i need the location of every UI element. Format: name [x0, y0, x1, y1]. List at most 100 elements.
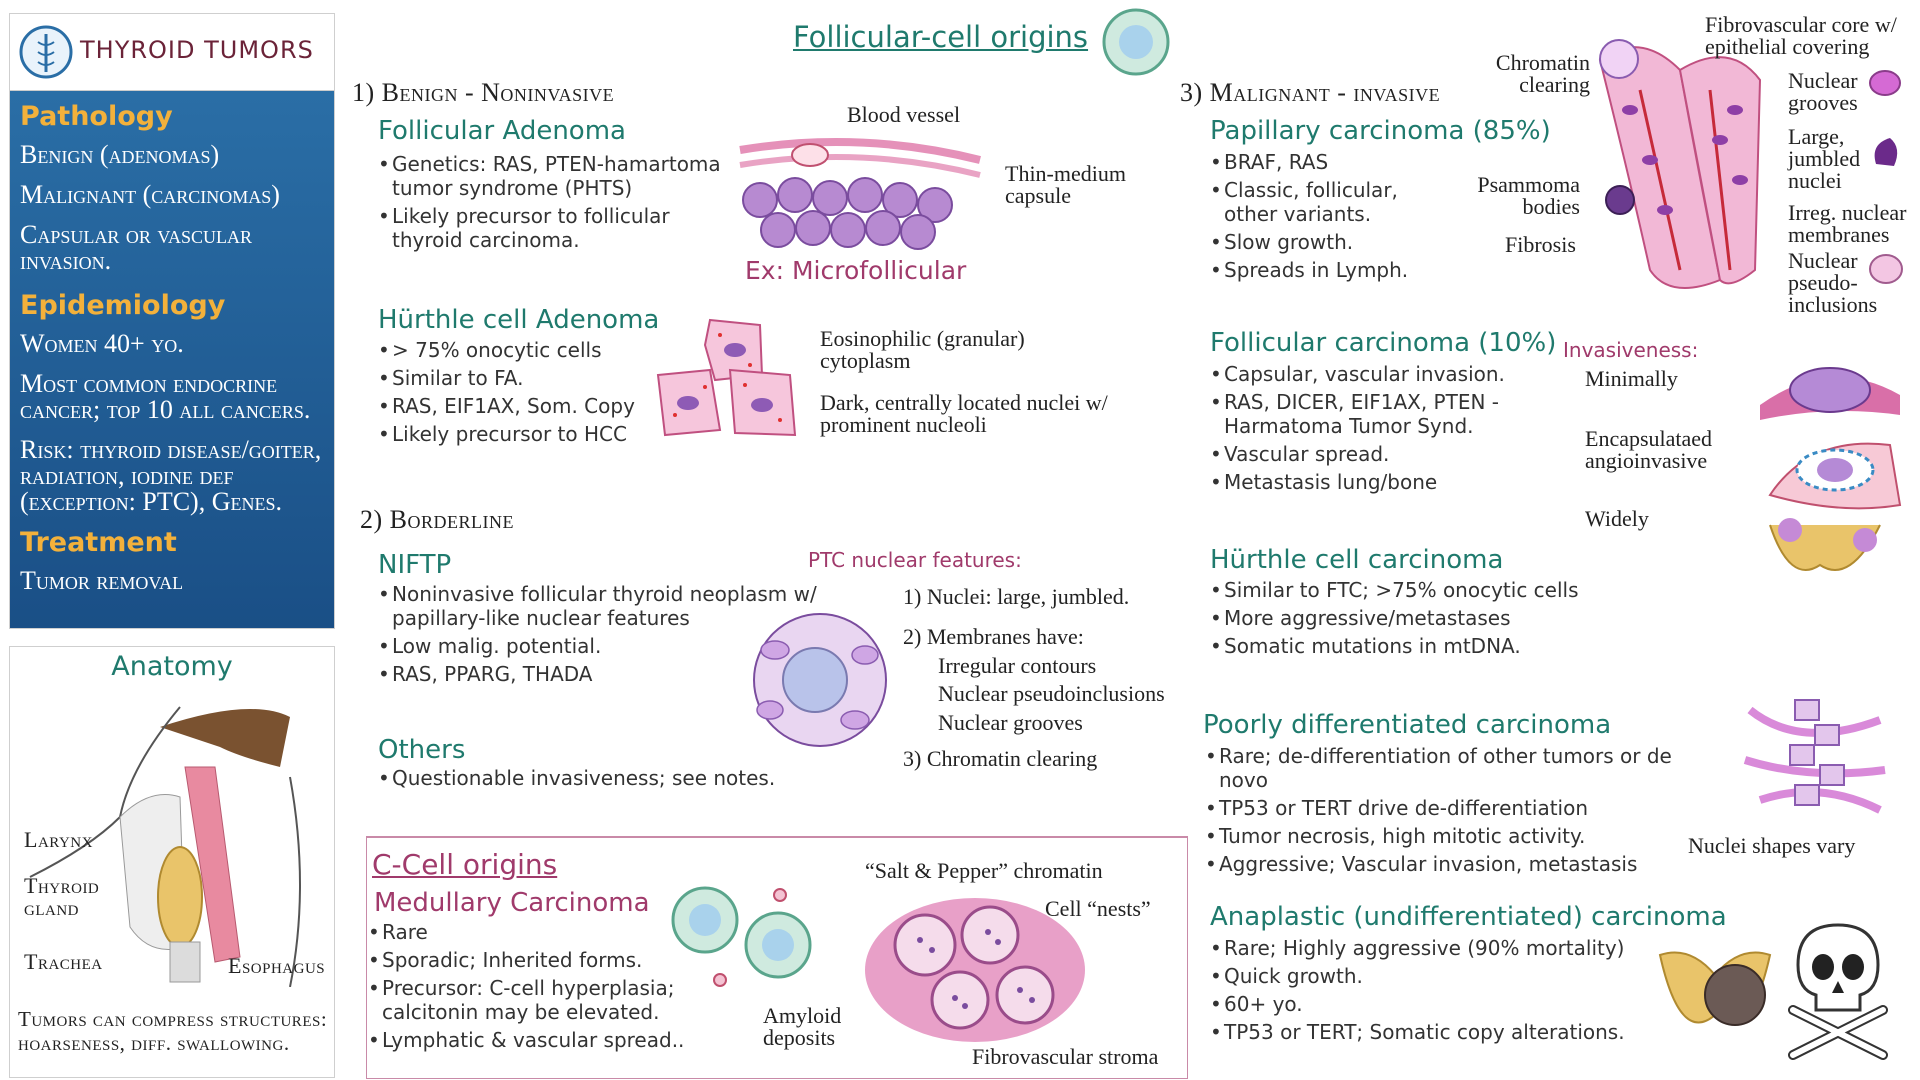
hurthle-cells-illustration [656, 318, 797, 437]
list-item: Metastasis lung/bone [1210, 470, 1540, 494]
papillary-bullets: BRAF, RAS Classic, follicular, other var… [1210, 150, 1420, 286]
hurthle-carcinoma-title: Hürthle cell carcinoma [1210, 545, 1504, 575]
borderline-heading: 2) Borderline [360, 505, 514, 534]
esophagus-label: Esophagus [228, 953, 326, 978]
niftp-bullets: Noninvasive follicular thyroid neoplasm … [378, 582, 818, 690]
malignant-heading: 3) Malignant - invasive [1180, 78, 1441, 107]
list-item: TP53 or TERT drive de-differentiation [1205, 796, 1725, 820]
ptc-feature: Nuclear grooves [938, 710, 1083, 735]
list-item: Likely precursor to HCC [378, 422, 698, 446]
anatomy-note: Tumors can compress structures: hoarsene… [18, 1007, 328, 1055]
list-item: > 75% onocytic cells [378, 338, 698, 362]
papillary-illustration [1598, 46, 1762, 289]
chromatin-clearing-icon [1599, 39, 1639, 79]
list-item: Aggressive; Vascular invasion, metastasi… [1205, 852, 1725, 876]
nuclei-shapes-label: Nuclei shapes vary [1688, 833, 1856, 858]
ptc-feature: 3) Chromatin clearing [903, 746, 1098, 771]
hurthle-carcinoma-bullets: Similar to FTC; >75% onocytic cells More… [1210, 578, 1630, 662]
medullary-bullets: Rare Sporadic; Inherited forms. Precurso… [368, 920, 708, 1056]
list-item: RAS, EIF1AX, Som. Copy [378, 394, 698, 418]
invasiveness-minimal: Minimally [1585, 366, 1678, 391]
papillary-title: Papillary carcinoma (85%) [1210, 116, 1551, 146]
c-cell-box [366, 836, 1188, 1079]
fibrovascular-core-label: Fibrovascular core w/ epithelial coverin… [1705, 12, 1897, 59]
follicular-adenoma-bullets: Genetics: RAS, PTEN-hamartoma tumor synd… [378, 152, 743, 256]
anaplastic-title: Anaplastic (undifferentiated) carcinoma [1210, 902, 1727, 932]
anaplastic-bullets: Rare; Highly aggressive (90% mortality) … [1210, 936, 1640, 1048]
page-title: THYROID TUMORS [80, 36, 314, 64]
follicle-icon [1102, 8, 1170, 76]
microfollicular-illustration [739, 138, 981, 250]
amyloid-label: Amyloid deposits [763, 1003, 842, 1050]
list-item: Precursor: C-cell hyperplasia; calcitoni… [368, 976, 708, 1024]
list-item: TP53 or TERT; Somatic copy alterations. [1210, 1020, 1640, 1044]
list-item: BRAF, RAS [1210, 150, 1420, 174]
psammoma-label: Psammoma bodies [1477, 172, 1580, 219]
list-item: Sporadic; Inherited forms. [368, 948, 708, 972]
caduceus-icon [19, 25, 73, 79]
poorly-differentiated-title: Poorly differentiated carcinoma [1203, 710, 1612, 740]
cytoplasm-label: Eosinophilic (granular) cytoplasm [820, 326, 1025, 373]
summary-blue-box: Pathology Benign (adenomas) Malignant (c… [10, 91, 334, 628]
pathology-item: Capsular or vascular invasion. [20, 220, 253, 275]
epidemiology-heading: Epidemiology [20, 290, 226, 321]
ptc-nucleus-illustration [753, 613, 887, 747]
list-item: Genetics: RAS, PTEN-hamartoma tumor synd… [378, 152, 743, 200]
capsule-label: Thin-medium capsule [1005, 161, 1126, 208]
nuclei-label: Dark, centrally located nuclei w/ promin… [820, 390, 1108, 437]
larynx-label: Larynx [24, 827, 93, 852]
anaplastic-thyroid-illustration [1658, 951, 1772, 1026]
list-item: Low malig. potential. [378, 634, 818, 658]
jumbled-nuclei-label: Large, jumbled nuclei [1788, 124, 1861, 193]
title-bar: THYROID TUMORS [10, 14, 334, 91]
follicular-adenoma-title: Follicular Adenoma [378, 116, 626, 146]
c-cell-follicles-illustration [671, 886, 812, 987]
invasiveness-angioinvasive: Encapsulataed angioinvasive [1585, 426, 1713, 473]
list-item: Spreads in Lymph. [1210, 258, 1420, 282]
list-item: Similar to FTC; >75% onocytic cells [1210, 578, 1630, 602]
pseudo-inclusion-icon [1869, 254, 1903, 284]
list-item: Slow growth. [1210, 230, 1420, 254]
nuclear-grooves-label: Nuclear grooves [1788, 68, 1858, 115]
invasiveness-widely: Widely [1585, 506, 1649, 531]
treatment-heading: Treatment [20, 527, 177, 558]
anatomy-heading: Anatomy [111, 651, 233, 682]
neck-anatomy-illustration [29, 706, 301, 987]
benign-heading: 1) Benign - Noninvasive [352, 78, 615, 107]
ptc-feature: 2) Membranes have: [903, 624, 1084, 649]
ptc-feature: Nuclear pseudoinclusions [938, 681, 1165, 706]
pathology-heading: Pathology [20, 101, 173, 132]
others-title: Others [378, 735, 466, 765]
hurthle-adenoma-bullets: > 75% onocytic cells Similar to FA. RAS,… [378, 338, 698, 450]
c-cell-title: C-Cell origins [372, 848, 558, 881]
stroma-label: Fibrovascular stroma [972, 1044, 1159, 1069]
cell-nests-label: Cell “nests” [1045, 896, 1151, 921]
list-item: RAS, PPARG, THADA [378, 662, 818, 686]
ptc-features-title: PTC nuclear features: [808, 548, 1022, 572]
invasiveness-title: Invasiveness: [1563, 338, 1699, 362]
list-item: Somatic mutations in mtDNA. [1210, 634, 1630, 658]
others-bullets: Questionable invasiveness; see notes. [378, 766, 818, 794]
medullary-nests-illustration [865, 898, 1085, 1042]
epidemiology-item: Most common endocrine cancer; top 10 all… [20, 369, 311, 424]
treatment-item: Tumor removal [20, 566, 184, 595]
list-item: 60+ yo. [1210, 992, 1640, 1016]
list-item: Rare [368, 920, 708, 944]
follicular-origins-title: Follicular-cell origins [793, 20, 1089, 54]
nuclear-grooves-icon [1869, 70, 1901, 96]
follicular-carcinoma-bullets: Capsular, vascular invasion. RAS, DICER,… [1210, 362, 1540, 498]
pseudo-inclusions-label: Nuclear pseudo-inclusions [1788, 248, 1878, 317]
fibrosis-label: Fibrosis [1505, 232, 1576, 257]
epidemiology-item: Women 40+ yo. [20, 329, 184, 358]
list-item: Lymphatic & vascular spread.. [368, 1028, 708, 1052]
list-item: Classic, follicular, other variants. [1210, 178, 1420, 226]
pathology-item: Benign (adenomas) [20, 140, 220, 169]
pathology-item: Malignant (carcinomas) [20, 180, 280, 209]
ptc-feature: 1) Nuclei: large, jumbled. [903, 584, 1130, 609]
poorly-differentiated-illustration [1743, 699, 1886, 814]
list-item: More aggressive/metastases [1210, 606, 1630, 630]
skull-crossbones-icon [1788, 923, 1888, 1060]
list-item: Rare; Highly aggressive (90% mortality) [1210, 936, 1640, 960]
jumbled-nuclei-icon [1874, 138, 1898, 166]
list-item: Quick growth. [1210, 964, 1640, 988]
